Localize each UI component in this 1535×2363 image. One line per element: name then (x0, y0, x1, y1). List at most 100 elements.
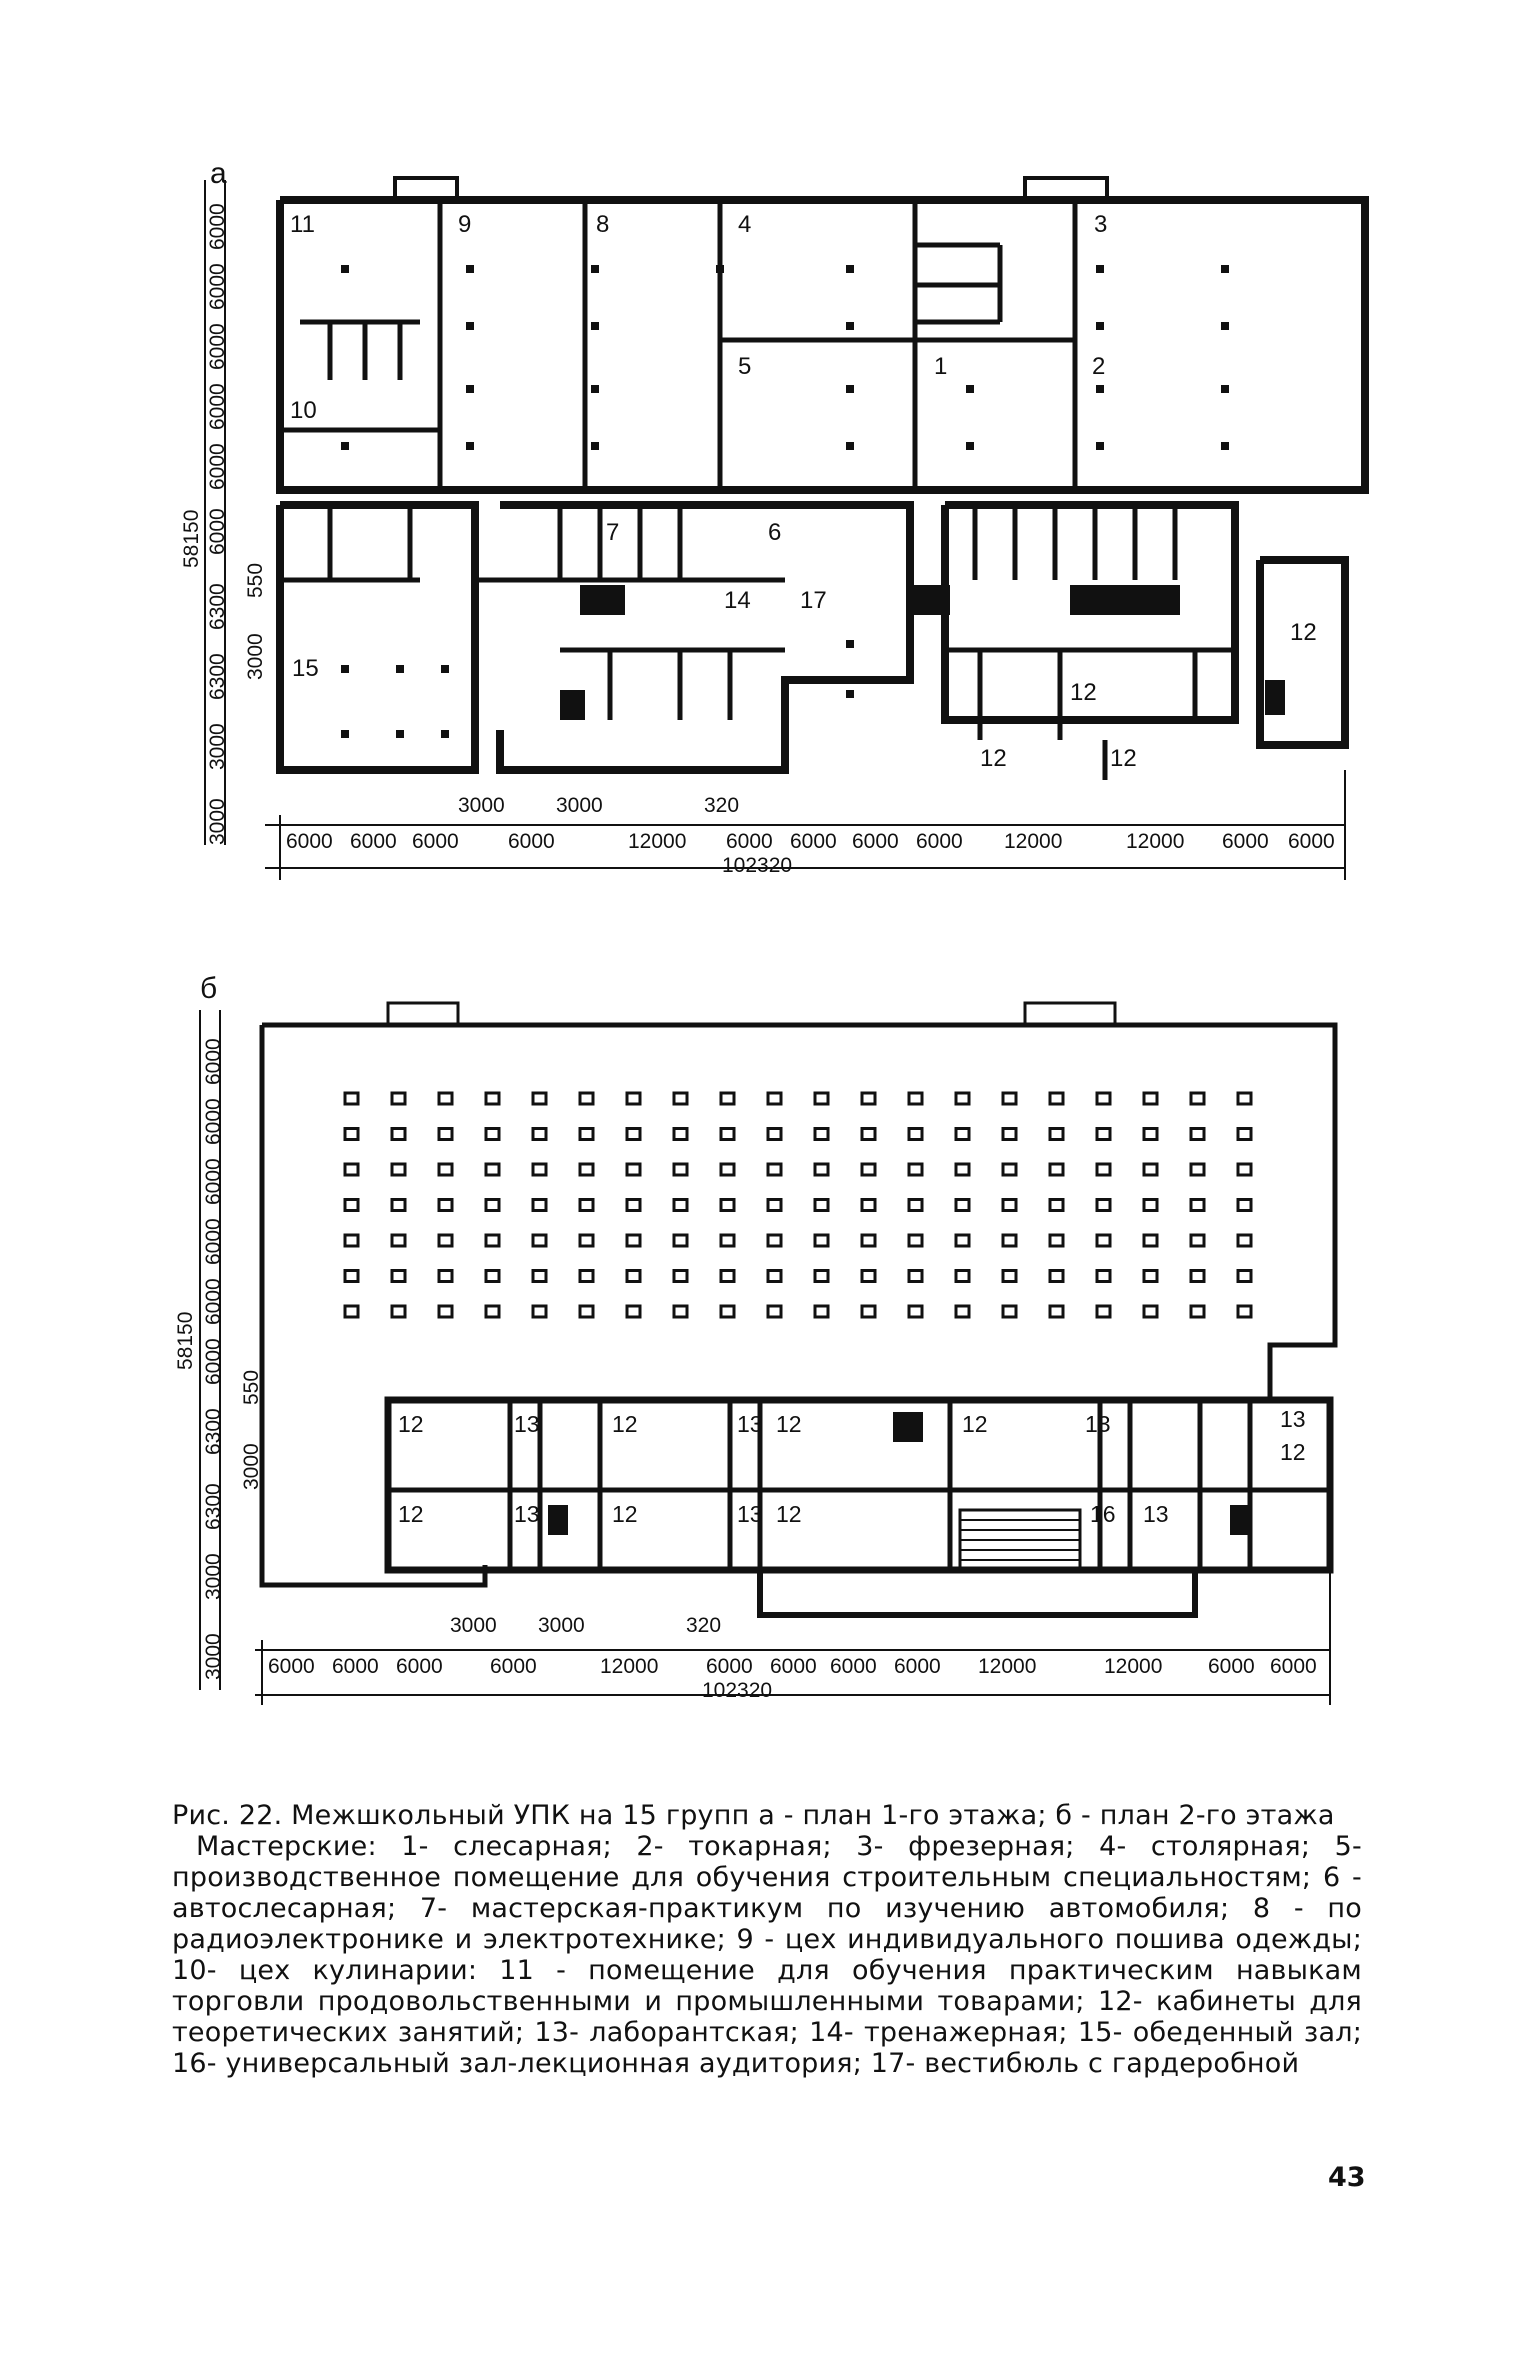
room-label: 12 (776, 1501, 802, 1527)
column-marker (813, 1233, 830, 1248)
dim-label: 6000 (508, 830, 555, 853)
dim-label: 6000 (1208, 1655, 1255, 1678)
column-marker (860, 1091, 877, 1106)
column-marker (1095, 1127, 1112, 1141)
plan-b-dimensions (199, 1010, 1331, 1705)
room-label: 4 (738, 211, 751, 238)
column-marker (1142, 1304, 1159, 1319)
column-marker (907, 1269, 924, 1283)
dim-label: 550 (244, 563, 267, 598)
dim-label: 6000 (202, 1278, 225, 1325)
column-marker (625, 1162, 642, 1177)
column-marker (343, 1304, 360, 1319)
column-marker (672, 1198, 689, 1212)
column-marker (719, 1269, 736, 1283)
column-marker (1001, 1269, 1018, 1283)
dim-label: 6300 (206, 653, 229, 700)
room-label: 12 (962, 1411, 988, 1437)
dim-label: 12000 (1126, 830, 1184, 853)
column-marker (1236, 1091, 1253, 1106)
column-marker (437, 1127, 454, 1141)
column-marker (907, 1127, 924, 1141)
column-marker (1142, 1269, 1159, 1283)
column-marker (1189, 1269, 1206, 1283)
room-label: 13 (1085, 1411, 1111, 1437)
room-label: 13 (514, 1501, 540, 1527)
room-label: 12 (398, 1411, 424, 1437)
dim-label: 12000 (978, 1655, 1036, 1678)
column-marker (766, 1269, 783, 1283)
room-label: 16 (1090, 1501, 1116, 1527)
column-marker (766, 1304, 783, 1319)
column-marker (343, 1269, 360, 1283)
column-marker (1236, 1162, 1253, 1177)
column-marker (578, 1162, 595, 1177)
room-label: 3 (1094, 211, 1107, 238)
dim-label: 6000 (206, 508, 229, 555)
dim-label: 6000 (206, 203, 229, 250)
column-marker (625, 1198, 642, 1212)
room-label: 2 (1092, 353, 1105, 380)
room-label: 12 (1280, 1439, 1306, 1465)
column-marker (1048, 1233, 1065, 1248)
plan-a-stairs (560, 585, 1285, 720)
column-marker (390, 1198, 407, 1212)
column-marker (578, 1304, 595, 1319)
column-marker (437, 1091, 454, 1106)
caption-title: Рис. 22. Межшкольный УПК на 15 групп а -… (172, 1800, 1335, 1831)
column-marker (672, 1127, 689, 1141)
column-marker (1095, 1304, 1112, 1319)
plan-b-letter: б (200, 972, 217, 1005)
column-marker (437, 1304, 454, 1319)
column-marker (1142, 1127, 1159, 1141)
dim-label: 6000 (202, 1338, 225, 1385)
column-marker (1048, 1198, 1065, 1212)
column-marker (1236, 1304, 1253, 1319)
column-marker (1189, 1233, 1206, 1248)
column-marker (578, 1198, 595, 1212)
room-label: 15 (292, 655, 319, 682)
dim-label: 6000 (1270, 1655, 1317, 1678)
plan-b: б (174, 972, 1338, 1705)
column-marker (1142, 1198, 1159, 1212)
column-marker (1095, 1233, 1112, 1248)
column-marker (1001, 1127, 1018, 1141)
column-marker (578, 1269, 595, 1283)
column-marker (437, 1269, 454, 1283)
column-marker (954, 1269, 971, 1283)
column-marker (1189, 1127, 1206, 1141)
column-marker (390, 1233, 407, 1248)
column-marker (343, 1127, 360, 1141)
column-marker (719, 1304, 736, 1319)
room-label: 13 (737, 1501, 763, 1527)
column-marker (484, 1304, 501, 1319)
column-marker (531, 1269, 548, 1283)
plan-a-columns (341, 265, 1229, 738)
column-marker (1048, 1091, 1065, 1106)
column-marker (484, 1269, 501, 1283)
column-marker (531, 1162, 548, 1177)
dim-label: 3000 (202, 1633, 225, 1680)
room-label: 12 (980, 745, 1007, 772)
room-label: 9 (458, 211, 471, 238)
plan-a-dimension-labels: 58150 6000 6000 6000 6000 6000 6000 550 … (180, 203, 1335, 877)
column-marker (1095, 1198, 1112, 1212)
plan-b-room-labels: 12 13 12 13 12 12 13 13 12 12 13 12 13 1… (398, 1406, 1306, 1527)
column-marker (954, 1162, 971, 1177)
dim-label: 3000 (206, 723, 229, 770)
plan-a-partitions (280, 200, 1235, 780)
room-label: 12 (1070, 679, 1097, 706)
dim-label: 6300 (202, 1408, 225, 1455)
plan-a-vertical-total: 58150 (180, 510, 203, 568)
room-label: 1 (934, 353, 947, 380)
dim-label: 12000 (600, 1655, 658, 1678)
column-marker (1189, 1091, 1206, 1106)
plan-b-partitions (388, 1400, 1330, 1570)
plan-a-walls (276, 176, 1369, 774)
floor-plans: а (174, 157, 1369, 1705)
column-marker (1001, 1198, 1018, 1212)
dim-label: 6000 (202, 1158, 225, 1205)
column-marker (813, 1127, 830, 1141)
room-label: 11 (290, 211, 315, 238)
column-marker (672, 1233, 689, 1248)
